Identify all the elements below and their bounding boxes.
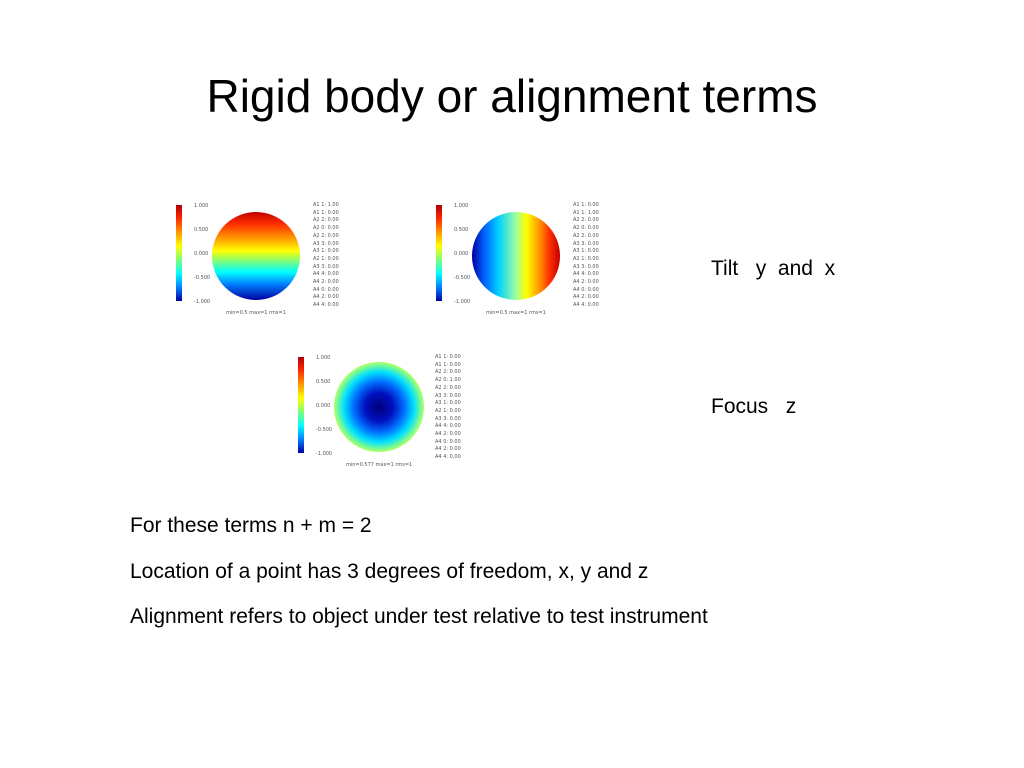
coefficient-item: A3 3: 0.00 [573, 263, 599, 270]
coefficient-item: A3 1: 0.00 [435, 400, 461, 407]
scale-tick: 0.500 [316, 379, 331, 385]
coefficient-item: A1 1: 0.00 [573, 202, 599, 208]
coefficient-item: A3 1: 0.00 [573, 248, 599, 255]
coefficient-item: A2 2: 0.00 [435, 384, 461, 391]
coefficient-item: A2 2: 0.00 [573, 232, 599, 239]
map-caption: min=0.5 max=1 rms=1 [226, 310, 286, 316]
coefficient-item: A2 2: 0.00 [313, 217, 339, 224]
map-caption: min=0.5 max=1 rms=1 [486, 310, 546, 316]
coefficient-item: A4 0: 0.00 [435, 438, 461, 445]
coefficient-list: A1 1: 1.00 A1 1: 0.00 A2 2: 0.00 A2 0: 0… [313, 202, 339, 310]
scale-tick: 1.000 [316, 355, 331, 361]
coefficient-item: A4 4: 0.00 [313, 271, 339, 278]
color-scale-bar [176, 205, 182, 301]
focus-disk [334, 362, 424, 452]
coefficient-item: A3 3: 0.00 [313, 240, 339, 247]
coefficient-item: A4 2: 0.00 [435, 446, 461, 453]
tilt-x-map: 1.000 0.500 0.000 -0.500 -1.000 A1 1: 0.… [432, 196, 612, 320]
scale-tick: 1.000 [194, 203, 209, 209]
coefficient-item: A2 2: 0.00 [435, 369, 461, 376]
bullet-line: Location of a point has 3 degrees of fre… [130, 560, 649, 583]
coefficient-item: A2 2: 0.00 [313, 232, 339, 239]
coefficient-item: A2 2: 0.00 [573, 217, 599, 224]
scale-tick: -0.500 [194, 275, 211, 281]
coefficient-item: A4 4: 0.00 [573, 302, 599, 309]
coefficient-item: A3 3: 0.00 [435, 415, 461, 422]
tilt-x-disk [472, 212, 560, 300]
bullet-line: Alignment refers to object under test re… [130, 605, 708, 628]
coefficient-item: A1 1: 0.00 [435, 354, 461, 360]
coefficient-item: A4 4: 0.00 [313, 302, 339, 309]
scale-tick: -1.000 [454, 299, 471, 305]
scale-tick: -1.000 [316, 451, 333, 457]
scale-tick: -0.500 [316, 427, 333, 433]
coefficient-item: A4 2: 0.00 [313, 279, 339, 286]
coefficient-item: A3 3: 0.00 [573, 240, 599, 247]
scale-tick: 0.000 [194, 251, 209, 257]
scale-tick: -0.500 [454, 275, 471, 281]
coefficient-item: A2 0: 1.00 [435, 377, 461, 384]
coefficient-item: A1 1: 0.00 [435, 361, 461, 368]
tilt-y-map: 1.000 0.500 0.000 -0.500 -1.000 A1 1: 1.… [172, 196, 352, 320]
coefficient-item: A3 1: 0.00 [313, 248, 339, 255]
scale-tick: -1.000 [194, 299, 211, 305]
coefficient-item: A2 1: 0.00 [313, 255, 339, 262]
coefficient-item: A2 0: 0.00 [573, 225, 599, 232]
scale-tick: 0.000 [454, 251, 469, 257]
tilt-label: Tilt y and x [711, 257, 836, 280]
coefficient-item: A4 0: 0.00 [573, 286, 599, 293]
coefficient-item: A1 1: 1.00 [313, 202, 339, 208]
focus-label: Focus z [711, 395, 797, 418]
coefficient-item: A3 3: 0.00 [435, 392, 461, 399]
coefficient-item: A4 2: 0.00 [435, 431, 461, 438]
coefficient-list: A1 1: 0.00 A1 1: 1.00 A2 2: 0.00 A2 0: 0… [573, 202, 599, 310]
coefficient-item: A3 3: 0.00 [313, 263, 339, 270]
scale-tick: 1.000 [454, 203, 469, 209]
coefficient-item: A2 1: 0.00 [435, 407, 461, 414]
coefficient-item: A1 1: 1.00 [573, 209, 599, 216]
coefficient-item: A4 2: 0.00 [573, 279, 599, 286]
scale-tick: 0.000 [316, 403, 331, 409]
color-scale-bar [298, 357, 304, 453]
focus-map: 1.000 0.500 0.000 -0.500 -1.000 A1 1: 0.… [294, 348, 474, 472]
scale-tick: 0.500 [454, 227, 469, 233]
tilt-y-disk [212, 212, 300, 300]
coefficient-item: A4 4: 0.00 [435, 454, 461, 461]
coefficient-list: A1 1: 0.00 A1 1: 0.00 A2 2: 0.00 A2 0: 1… [435, 354, 461, 462]
coefficient-item: A1 1: 0.00 [313, 209, 339, 216]
scale-tick: 0.500 [194, 227, 209, 233]
slide-title: Rigid body or alignment terms [206, 70, 818, 122]
coefficient-item: A2 1: 0.00 [573, 255, 599, 262]
coefficient-item: A2 0: 0.00 [313, 225, 339, 232]
coefficient-item: A4 2: 0.00 [573, 294, 599, 301]
coefficient-item: A4 2: 0.00 [313, 294, 339, 301]
coefficient-item: A4 4: 0.00 [573, 271, 599, 278]
coefficient-item: A4 4: 0.00 [435, 423, 461, 430]
map-caption: min=0.577 max=1 rms=1 [346, 462, 413, 468]
coefficient-item: A4 0: 0.00 [313, 286, 339, 293]
color-scale-bar [436, 205, 442, 301]
bullet-line: For these terms n + m = 2 [130, 514, 372, 537]
